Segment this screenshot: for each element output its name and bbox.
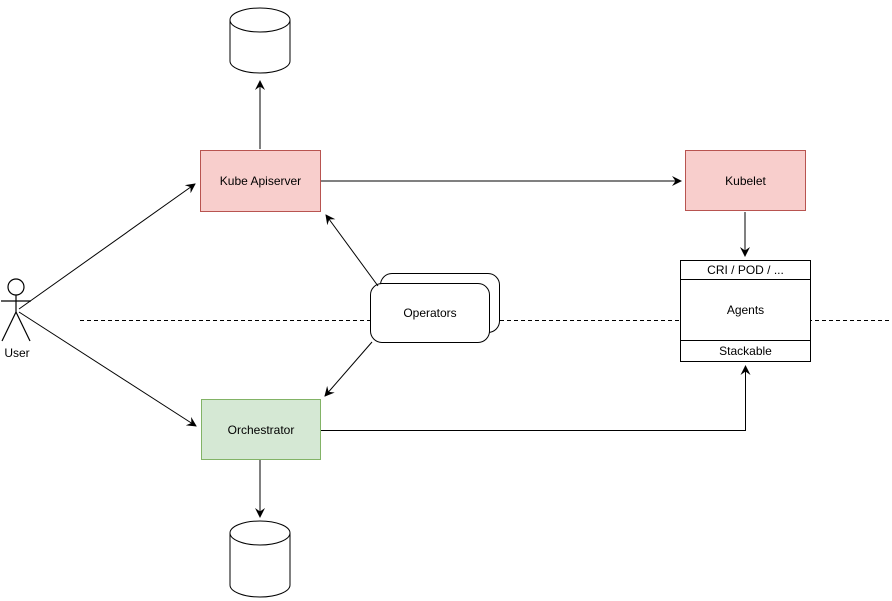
agents-stack-top-section[interactable]: CRI / POD / ...: [681, 261, 810, 280]
node-kube-apiserver[interactable]: Kube Apiserver: [200, 150, 321, 212]
sql-label: sql: [252, 553, 268, 567]
node-kubelet[interactable]: Kubelet: [685, 150, 806, 211]
stackable-label: Stackable: [719, 344, 772, 358]
agents-stack-bottom-section[interactable]: Stackable: [681, 340, 810, 361]
kubelet-label: Kubelet: [725, 173, 766, 188]
node-agents-stack[interactable]: CRI / POD / ... Agents Stackable: [680, 260, 811, 362]
agents-label: Agents: [726, 303, 765, 317]
cri-pod-label: CRI / POD / ...: [707, 263, 784, 277]
user-label: User: [4, 346, 30, 360]
orchestrator-label: Orchestrator: [227, 422, 295, 437]
operators-label: Operators: [403, 306, 457, 320]
kube-apiserver-label: Kube Apiserver: [219, 174, 302, 188]
etcd-label: etcd: [248, 34, 272, 48]
node-operators[interactable]: Operators: [370, 283, 490, 343]
agents-stack-middle-section[interactable]: Agents: [681, 280, 810, 340]
node-orchestrator[interactable]: Orchestrator: [201, 399, 321, 460]
